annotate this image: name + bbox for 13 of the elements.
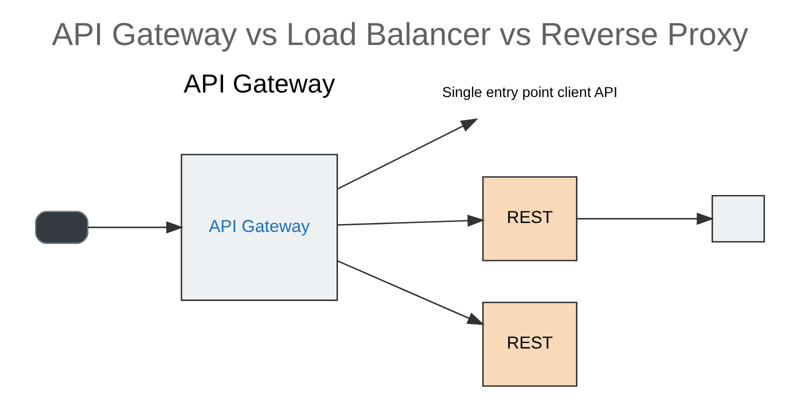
node-box xyxy=(712,194,765,243)
arrow xyxy=(576,212,714,225)
node-box: API Gateway xyxy=(180,154,338,301)
node-box xyxy=(35,210,88,244)
label: API Gateway xyxy=(184,68,336,98)
arrow xyxy=(88,221,184,234)
node-text: Single entry point client API xyxy=(442,84,618,101)
arrow xyxy=(337,214,485,227)
arrow xyxy=(337,260,485,326)
arrow xyxy=(337,118,478,190)
node-box: REST xyxy=(482,302,578,387)
node-box: REST xyxy=(482,176,578,262)
diagram-title: API Gateway vs Load Balancer vs Reverse Proxy xyxy=(52,16,748,52)
